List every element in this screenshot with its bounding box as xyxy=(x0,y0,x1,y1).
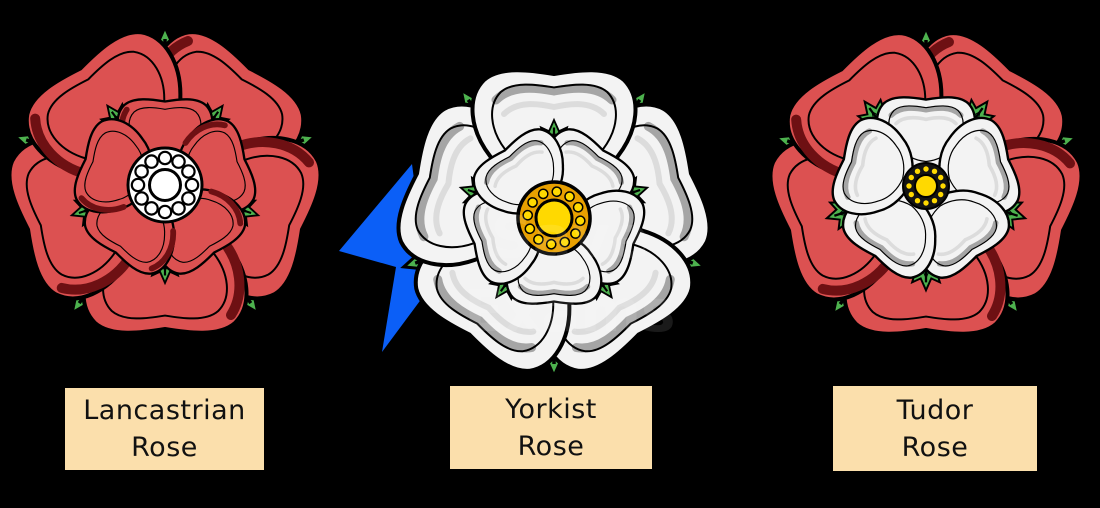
label-line: Rose xyxy=(517,430,585,462)
label-line: Tudor xyxy=(896,394,974,426)
tudor-rose-label: Tudor Rose xyxy=(830,383,1040,474)
lancastrian-rose-icon xyxy=(5,25,325,345)
lightning-bolt-icon xyxy=(339,164,451,352)
yorkist-rose-icon xyxy=(394,58,714,378)
label-line: Rose xyxy=(131,432,198,463)
label-line: Rose xyxy=(901,431,969,463)
tudor-rose-icon xyxy=(766,26,1086,346)
lancastrian-rose-label: Lancastrian Rose xyxy=(62,385,267,473)
label-line: Yorkist xyxy=(505,393,597,425)
yorkist-rose-label: Yorkist Rose xyxy=(447,383,655,472)
label-line: Lancastrian xyxy=(83,395,246,426)
